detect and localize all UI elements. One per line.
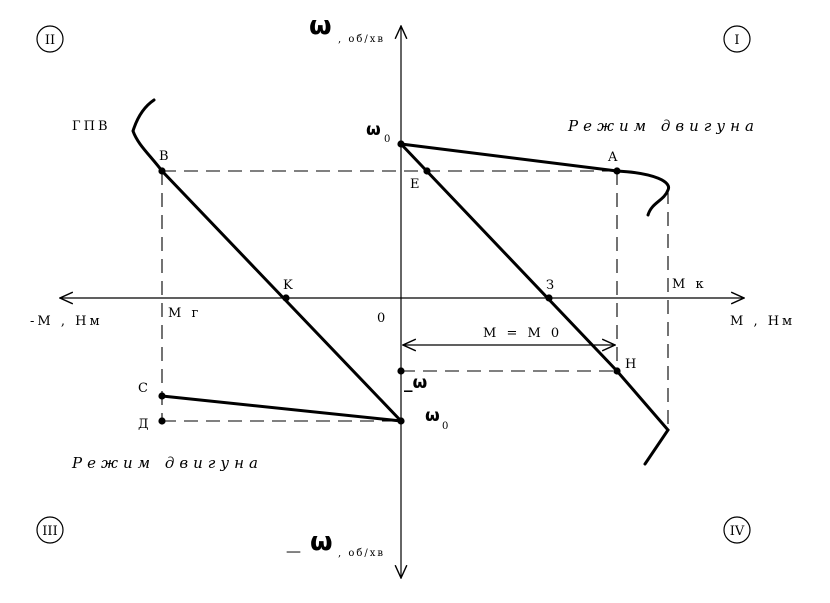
point-label-H: Н: [625, 357, 639, 372]
x-axis-left-label: -М , Нм: [30, 314, 103, 329]
omega-minus-marker: _ω: [404, 373, 428, 393]
quadrant-marker-III: III: [36, 516, 64, 544]
point-label-Z: З: [546, 278, 557, 293]
gpv-label: ГПВ: [72, 119, 111, 134]
omega0-top-subscript: 0: [384, 134, 392, 145]
motor-characteristic-q3: [160, 394, 403, 423]
y-axis-top-symbol: ω: [309, 11, 332, 41]
characteristic-line-B-to-omega0: [131, 98, 403, 423]
dashed-construction-lines: [161, 170, 669, 430]
point-label-Mg: М г: [168, 306, 201, 321]
quadrant-marker-I: I: [723, 25, 751, 53]
svg-text:II: II: [45, 33, 55, 48]
point-label-B: B: [159, 149, 172, 164]
origin-label: 0: [377, 311, 388, 326]
point-label-C: С: [138, 381, 151, 396]
y-axis-bottom-symbol: ω: [310, 527, 333, 557]
quadrant-marker-IV: IV: [723, 516, 751, 544]
motor-mode-label-bottom: Режим двигуна: [71, 454, 263, 472]
y-axis-bottom-prefix: —: [286, 542, 301, 560]
characteristic-line-omega0-to-H: [399, 142, 670, 466]
omega0-bottom-symbol: ω: [425, 406, 440, 426]
motor-mode-label-top: Режим двигуна: [567, 117, 759, 135]
point-label-Mk: М к: [672, 277, 707, 292]
m-equals-m0-label: М = М 0: [483, 326, 562, 341]
svg-text:IV: IV: [730, 524, 745, 539]
quadrant-marker-II: II: [36, 25, 64, 53]
motor-characteristic-q1: [399, 142, 671, 217]
omega0-top-symbol: ω: [366, 120, 381, 140]
svg-text:I: I: [734, 33, 739, 48]
point-label-A: A: [607, 150, 620, 165]
point-label-K: K: [283, 278, 296, 293]
x-axis-right-label: М , Нм: [730, 314, 795, 329]
point-label-D: Д: [138, 417, 152, 432]
y-axis-top-unit: , об/хв: [338, 34, 385, 45]
characteristic-points: [158, 140, 621, 425]
point-label-E: E: [410, 177, 423, 192]
svg-text:III: III: [42, 524, 57, 539]
omega0-bottom-subscript: 0: [442, 421, 450, 432]
y-axis-bottom-unit: , об/хв: [338, 548, 385, 559]
